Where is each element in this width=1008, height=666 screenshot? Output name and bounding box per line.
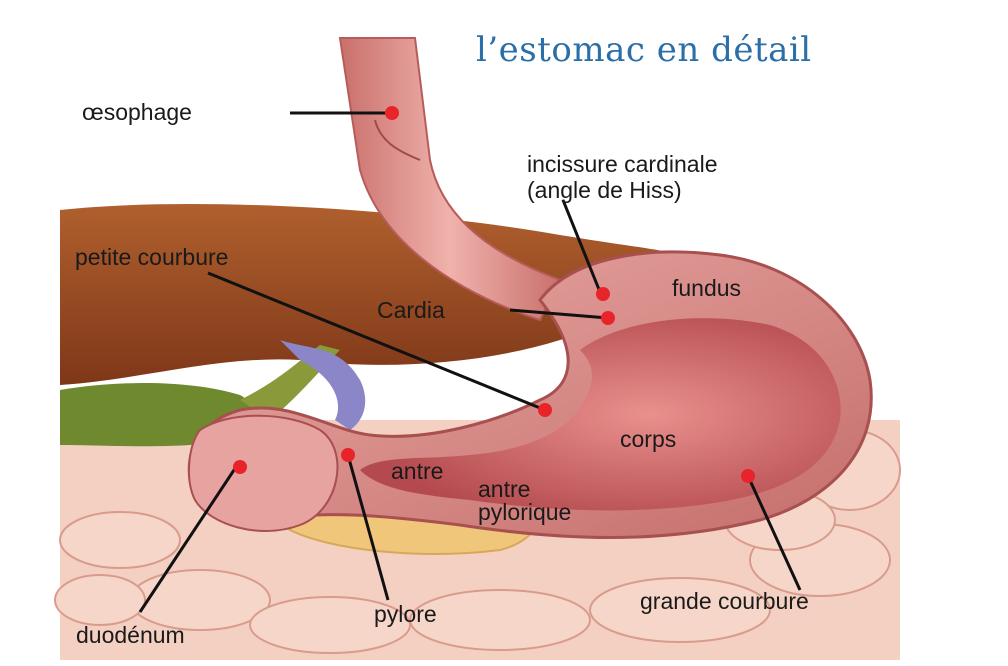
diagram-title: l’estomac en détail xyxy=(476,30,812,70)
label-antre-pylorique-line2: pylorique xyxy=(478,501,571,524)
label-antre: antre xyxy=(391,460,443,483)
label-incissure-line1: incissure cardinale xyxy=(527,153,717,176)
marker-incissure xyxy=(596,287,610,301)
label-antre-pylorique-line1: antre xyxy=(478,478,530,501)
duodenum xyxy=(189,416,337,531)
label-fundus: fundus xyxy=(672,277,741,300)
marker-duodenum xyxy=(233,460,247,474)
marker-grande-courbure xyxy=(741,469,755,483)
label-duodenum: duodénum xyxy=(76,624,185,647)
label-oesophage: œsophage xyxy=(82,101,192,124)
label-petite-courbure: petite courbure xyxy=(75,246,228,269)
label-incissure-line2: (angle de Hiss) xyxy=(527,179,682,202)
label-grande-courbure: grande courbure xyxy=(640,590,809,613)
marker-oesophage xyxy=(385,106,399,120)
marker-petite-courbure xyxy=(538,403,552,417)
label-corps: corps xyxy=(620,428,676,451)
label-pylore: pylore xyxy=(374,603,437,626)
label-cardia: Cardia xyxy=(377,299,445,322)
marker-pylore xyxy=(341,448,355,462)
marker-cardia xyxy=(601,311,615,325)
